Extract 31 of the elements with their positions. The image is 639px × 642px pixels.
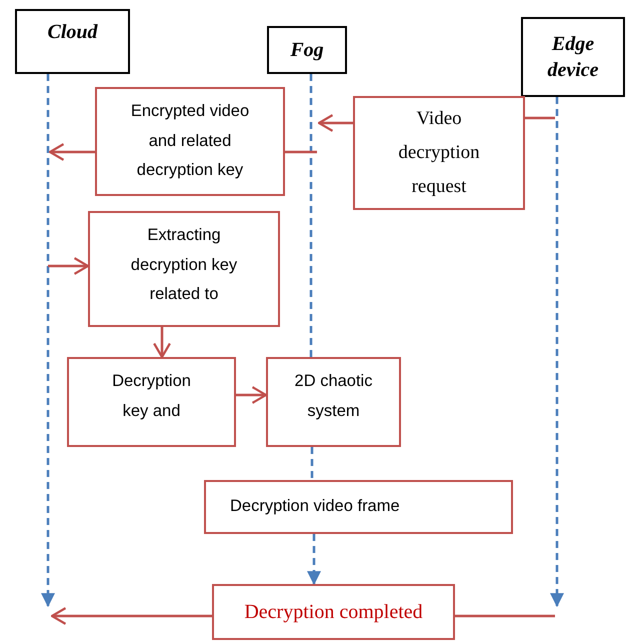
step-label: Decryption completed — [244, 600, 423, 625]
lifeline — [41, 74, 55, 608]
lifeline-header — [15, 9, 130, 74]
lifeline-header — [267, 26, 347, 74]
arrow — [236, 386, 268, 404]
actor-label: Fog — [290, 38, 324, 63]
arrow — [318, 114, 353, 132]
process-box — [67, 357, 236, 447]
step-label: Decryption video frame — [229, 496, 400, 518]
process-box — [95, 87, 285, 196]
process-box — [266, 357, 401, 447]
lifeline — [310, 74, 312, 357]
step-label: Encrypted video and related decryption key — [130, 100, 250, 182]
process-box — [353, 96, 525, 210]
step-label: Video decryption request — [397, 106, 481, 200]
actor-label: Edge device — [546, 32, 600, 83]
process-box — [88, 211, 280, 327]
arrow — [153, 327, 171, 358]
step-label: Decryption key and — [111, 371, 192, 422]
lifeline — [310, 447, 314, 480]
arrow — [48, 257, 90, 275]
step-label: 2D chaotic system — [294, 371, 374, 422]
step-label: Extracting decryption key related to — [130, 225, 238, 306]
lifeline — [550, 97, 564, 608]
lifeline — [307, 534, 321, 586]
actor-label: Cloud — [47, 20, 98, 45]
process-box — [212, 584, 455, 640]
lifeline-header — [521, 17, 625, 97]
arrow — [48, 143, 95, 161]
arrow — [50, 607, 212, 625]
process-box — [204, 480, 513, 534]
